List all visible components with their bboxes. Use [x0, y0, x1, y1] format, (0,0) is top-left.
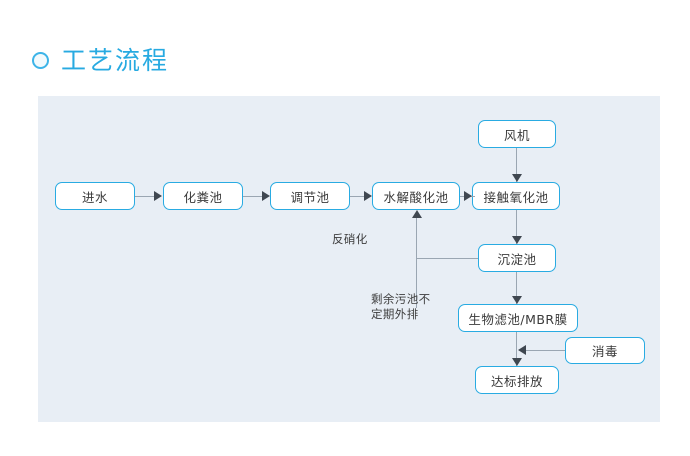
node-compliant-discharge[interactable]: 达标排放 — [475, 366, 559, 394]
ring-icon — [32, 52, 49, 69]
arrowhead-sedimentation-to-biofilter — [512, 296, 522, 304]
connector-septic-to-regulating — [243, 196, 263, 197]
arrowhead-hydrolysis-to-contact-oxidation — [464, 191, 472, 201]
node-disinfection[interactable]: 消毒 — [565, 337, 645, 364]
node-blower[interactable]: 风机 — [478, 120, 556, 148]
arrowhead-contact-oxidation-to-sedimentation — [512, 236, 522, 244]
connector-sludge-return-horizontal — [416, 258, 478, 259]
arrowhead-sludge-return-to-hydrolysis — [412, 210, 422, 218]
node-septic-tank[interactable]: 化粪池 — [163, 182, 243, 210]
node-biofilter-mbr-membrane[interactable]: 生物滤池/MBR膜 — [458, 304, 578, 332]
arrowhead-biofilter-to-discharge — [512, 358, 522, 366]
arrowhead-blower-to-contact-oxidation — [512, 174, 522, 182]
annotation-denitrification: 反硝化 — [332, 232, 368, 246]
connector-excess-sludge-drop — [416, 258, 417, 308]
arrowhead-regulating-to-hydrolysis — [364, 191, 372, 201]
node-sedimentation-tank[interactable]: 沉淀池 — [478, 244, 556, 272]
node-influent[interactable]: 进水 — [55, 182, 135, 210]
connector-contact-oxidation-to-sedimentation — [516, 210, 517, 244]
connector-biofilter-to-discharge — [516, 332, 517, 366]
page-title: 工艺流程 — [32, 48, 169, 73]
arrowhead-influent-to-septic — [154, 191, 162, 201]
arrowhead-disinfection-to-main — [518, 345, 526, 355]
connector-sedimentation-to-biofilter — [516, 272, 517, 304]
connector-disinfection-to-main — [525, 350, 565, 351]
connector-sludge-return-vertical — [416, 214, 417, 258]
connector-influent-to-septic — [135, 196, 155, 197]
connector-regulating-to-hydrolysis — [350, 196, 365, 197]
annotation-excess-sludge: 剩余污池不 定期外排 — [371, 292, 431, 321]
connector-blower-to-contact-oxidation — [516, 148, 517, 182]
arrowhead-septic-to-regulating — [262, 191, 270, 201]
page-title-label: 工艺流程 — [61, 46, 170, 75]
node-contact-oxidation-tank[interactable]: 接触氧化池 — [472, 182, 560, 210]
node-regulating-tank[interactable]: 调节池 — [270, 182, 350, 210]
node-hydrolysis-acidification-tank[interactable]: 水解酸化池 — [372, 182, 460, 210]
process-flow-diagram: 进水 化粪池 调节池 水解酸化池 接触氧化池 风机 沉淀池 生物滤池/MBR膜 … — [38, 96, 660, 422]
